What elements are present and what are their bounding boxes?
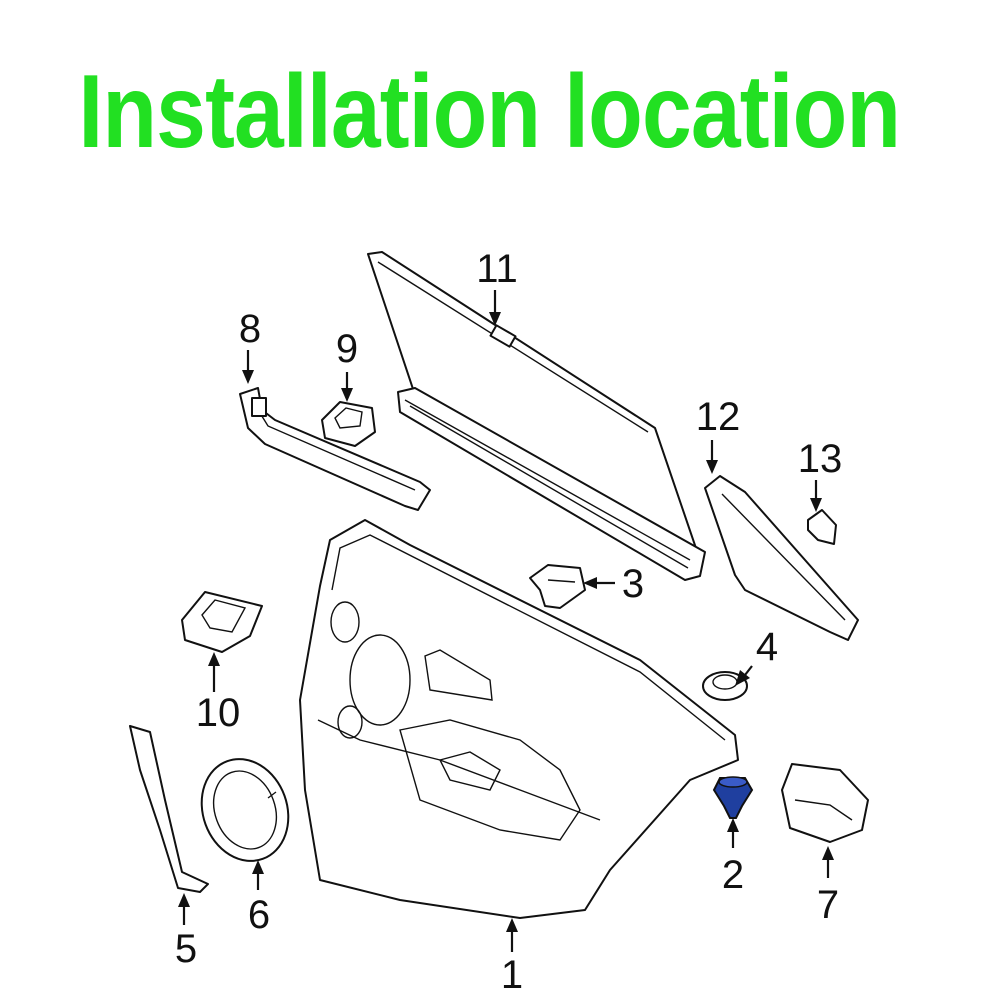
part-2-retaining-clip bbox=[712, 776, 754, 819]
part-4-plug bbox=[702, 671, 748, 701]
part-7-handle-cup bbox=[781, 763, 869, 843]
part-3-bracket bbox=[529, 564, 586, 609]
part-8-trim-strip bbox=[239, 387, 431, 511]
callout-4: 4 bbox=[756, 625, 778, 669]
callout-9: 9 bbox=[336, 327, 358, 371]
part-1-door-panel bbox=[299, 519, 739, 919]
callout-5: 5 bbox=[175, 927, 197, 971]
page-title: Installation location bbox=[78, 54, 901, 170]
part-6-speaker-ring bbox=[200, 758, 290, 862]
part-11-sunshade bbox=[367, 251, 706, 581]
callout-2: 2 bbox=[722, 853, 744, 897]
callout-1: 1 bbox=[501, 953, 523, 997]
callout-8: 8 bbox=[239, 307, 261, 351]
callout-13: 13 bbox=[798, 437, 843, 481]
callout-6: 6 bbox=[248, 893, 270, 937]
part-5-trim-strip bbox=[129, 725, 209, 893]
callout-10: 10 bbox=[196, 691, 241, 735]
callout-12: 12 bbox=[696, 395, 741, 439]
callout-11: 11 bbox=[476, 247, 518, 291]
part-12-pillar-trim bbox=[704, 475, 859, 641]
callout-arrows bbox=[178, 290, 834, 952]
part-10-window-switch bbox=[181, 591, 263, 653]
part-13-clip bbox=[807, 509, 837, 545]
callout-3: 3 bbox=[622, 562, 644, 606]
callout-7: 7 bbox=[817, 883, 839, 927]
part-9-switch bbox=[321, 401, 376, 447]
